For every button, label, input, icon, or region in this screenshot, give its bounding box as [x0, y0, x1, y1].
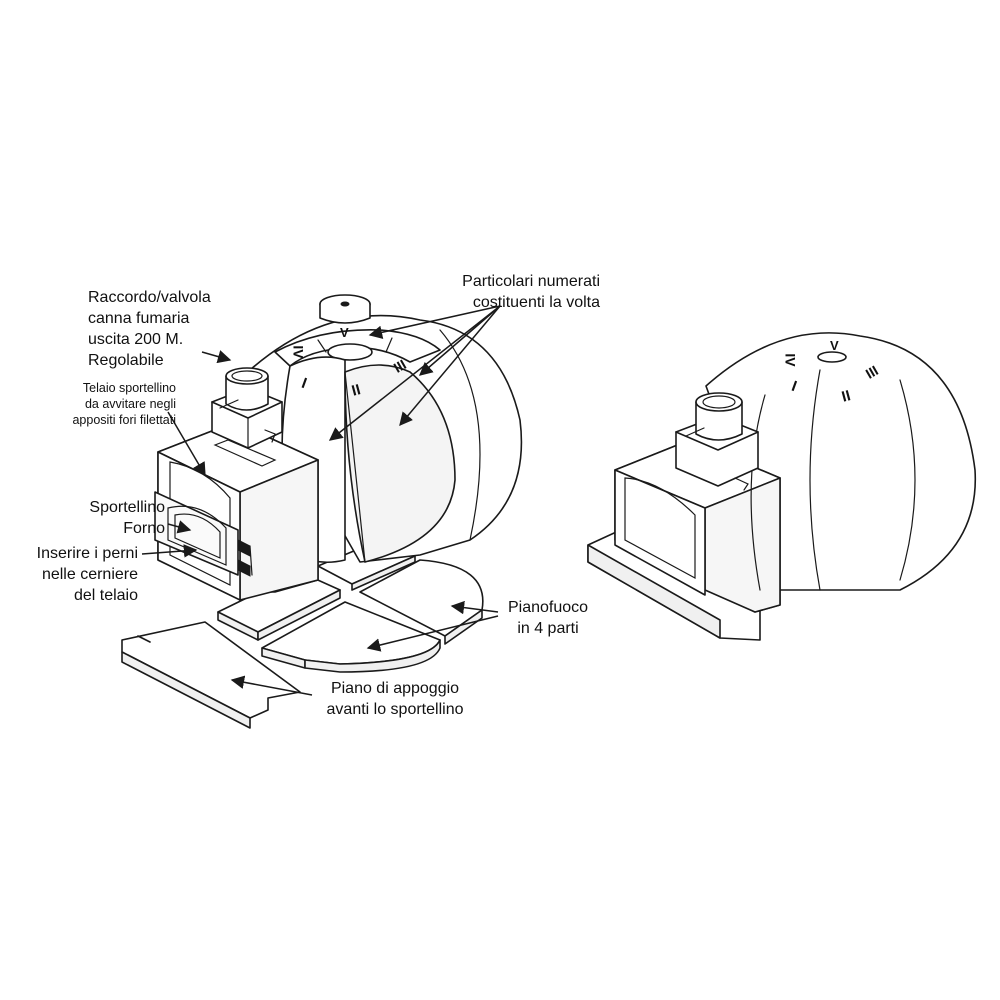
label-telaio: Telaio sportellino da avvitare negli app…: [30, 380, 176, 428]
label-perni: Inserire i perni nelle cerniere del tela…: [10, 543, 138, 606]
label-perni-line-2: nelle cerniere: [41, 566, 138, 583]
label-sportellino: Sportellino Forno: [20, 497, 165, 539]
assembled-oven: [587, 332, 977, 641]
label-perni-line-1: Inserire i perni: [36, 545, 138, 562]
label-telaio-line-3: appositi fori filettati: [72, 413, 176, 427]
leader-arrows: [141, 305, 501, 696]
chimney-fitting: [211, 367, 283, 449]
piece-mark-left-4: IV: [290, 345, 307, 359]
label-raccordo-line-3: uscita 200 M.: [88, 331, 184, 348]
piece-mark-right-4: IV: [782, 353, 799, 367]
piece-mark-right-5: V: [830, 338, 839, 353]
fire-floor-4-parts: [217, 539, 484, 673]
label-particolari: Particolari numerati costituenti la volt…: [410, 271, 600, 313]
label-pianofuoco-line-1: Pianofuoco: [507, 599, 589, 616]
label-pianofuoco: Pianofuoco in 4 parti: [498, 597, 598, 639]
label-raccordo-line-1: Raccordo/valvola: [88, 289, 211, 306]
label-particolari-line-1: Particolari numerati: [462, 273, 600, 290]
label-sportellino-line-2: Forno: [123, 520, 165, 537]
front-support-slab: [121, 621, 301, 729]
dome-segment-front-right: [344, 364, 456, 563]
label-raccordo-line-4: Regolabile: [88, 352, 164, 369]
piece-mark-left-5: V: [340, 325, 349, 340]
label-piano-line-1: Piano di appoggio: [330, 680, 460, 697]
label-telaio-line-2: da avvitare negli: [84, 397, 176, 411]
label-pianofuoco-line-2: in 4 parti: [517, 620, 579, 637]
label-sportellino-line-1: Sportellino: [89, 499, 165, 516]
label-particolari-line-2: costituenti la volta: [472, 294, 600, 311]
dome-top-cap: [319, 294, 371, 324]
label-perni-line-3: del telaio: [73, 587, 138, 604]
dome-upper-ring: [274, 329, 441, 367]
oven-door: [154, 491, 253, 577]
label-piano-appoggio: Piano di appoggio avanti lo sportellino: [305, 678, 485, 720]
label-raccordo-line-2: canna fumaria: [88, 310, 190, 327]
label-raccordo: Raccordo/valvola canna fumaria uscita 20…: [88, 287, 211, 371]
label-piano-line-2: avanti lo sportellino: [326, 701, 464, 718]
label-telaio-line-1: Telaio sportellino: [82, 381, 176, 395]
